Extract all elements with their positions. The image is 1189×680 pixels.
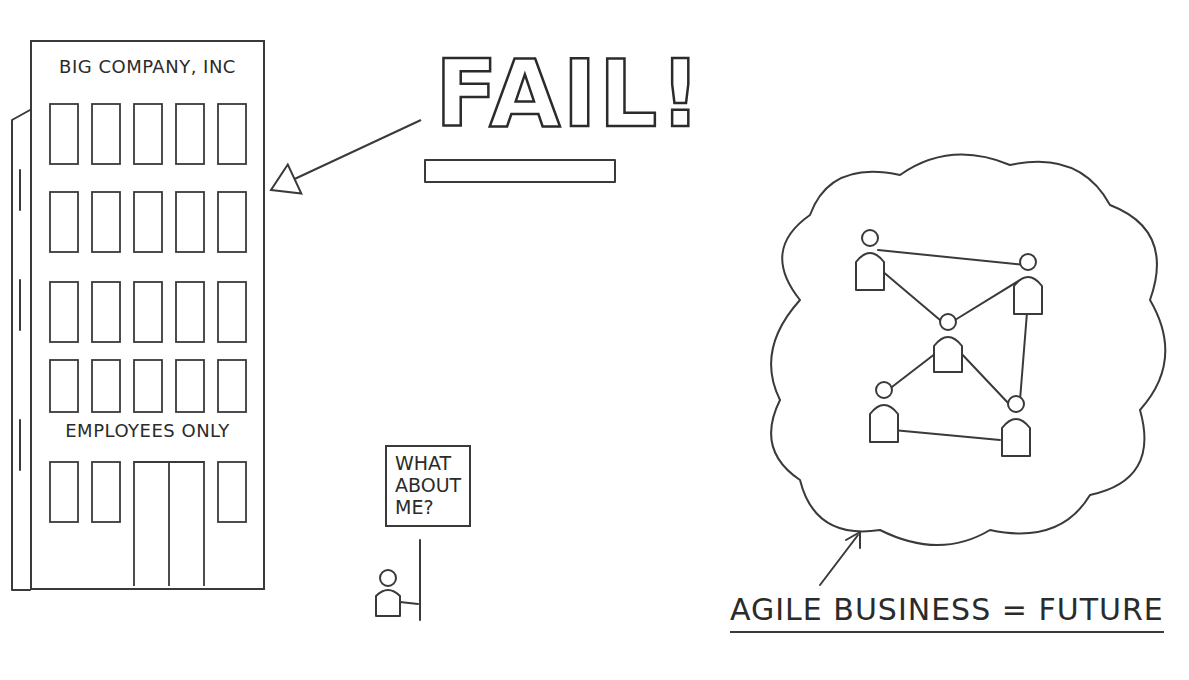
office-building: BIG COMPANY, INC EMPLOYEES ONLY [30, 40, 265, 590]
protester-figure [376, 540, 420, 620]
network-people [856, 230, 1042, 456]
pointer-arrow [820, 532, 860, 585]
node-text: EMPLOYEES ONLY [32, 420, 263, 441]
network-links [875, 250, 1028, 440]
protest-sign: WHAT ABOUT ME? [385, 445, 471, 527]
connector-arrow [271, 120, 421, 194]
wing-windows [19, 170, 21, 470]
caption-label: AGILE BUSINESS = FUTURE [730, 592, 1164, 633]
building-wing [12, 110, 30, 590]
node-title: BIG COMPANY, INC [32, 56, 263, 77]
fail-bar [425, 160, 615, 182]
building-windows [32, 42, 263, 588]
agile-cloud [771, 155, 1165, 545]
fail-banner: FAIL! [425, 45, 713, 145]
node-title: WHAT ABOUT ME? [395, 453, 461, 519]
node-title: FAIL! [435, 49, 703, 141]
